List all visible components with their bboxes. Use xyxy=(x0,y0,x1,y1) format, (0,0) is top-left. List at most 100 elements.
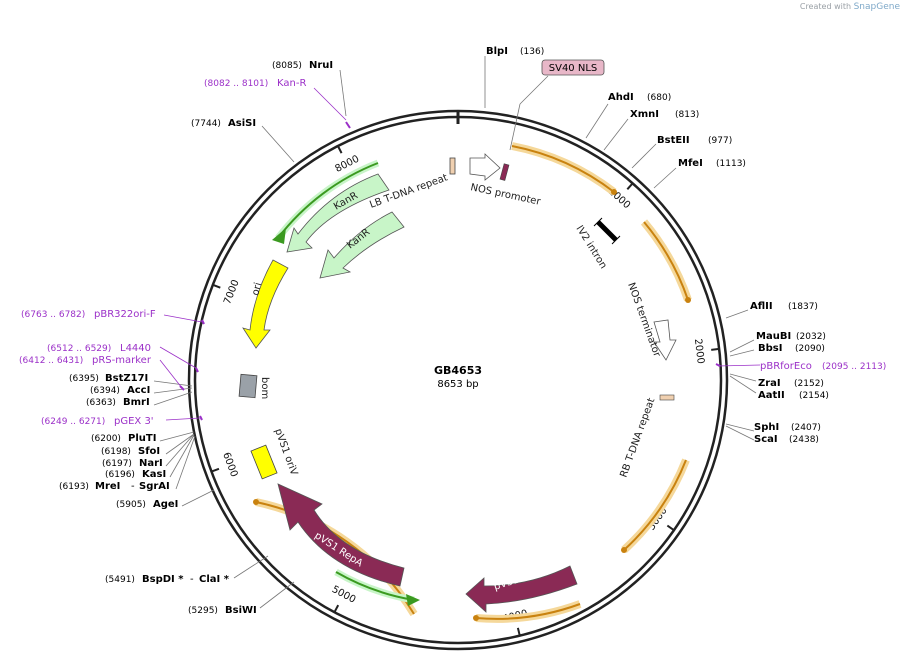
tick-mark xyxy=(516,627,521,636)
cds-arc xyxy=(623,459,687,551)
primer-l4440: L4440 xyxy=(120,343,151,354)
cds-arc xyxy=(511,145,615,193)
site-clai: ClaI * xyxy=(199,574,230,585)
site-zrai-pos: (2152) xyxy=(794,379,824,389)
cds-arc xyxy=(255,501,415,615)
site-mfei-pos: (1113) xyxy=(716,159,746,169)
primer-l4440-range: (6512 .. 6529) xyxy=(47,344,111,354)
site-bbsi: BbsI xyxy=(758,343,782,354)
site-agei-pos: (5905) xyxy=(116,500,146,510)
kanr-arc-head xyxy=(272,228,286,244)
tick-mark xyxy=(626,182,634,190)
site-bsteii: BstEII xyxy=(657,135,690,146)
site-xmni: XmnI xyxy=(630,109,659,120)
site-bsteii-pos: (977) xyxy=(708,136,732,146)
site-bspdi-pos: (5491) xyxy=(105,575,135,585)
ori-label: ori xyxy=(250,281,264,296)
tick-label: 2000 xyxy=(692,338,706,365)
site-bbsi-pos: (2090) xyxy=(795,344,825,354)
site-nari: NarI xyxy=(139,458,163,469)
site-nari-pos: (6197) xyxy=(102,459,132,469)
site-mrei-sep: - xyxy=(131,481,135,492)
sv40-nls-feature xyxy=(499,163,510,181)
nos-terminator-arrow xyxy=(653,319,677,361)
nos-terminator-label: NOS terminator xyxy=(625,281,662,359)
pvs1-staa-arrow xyxy=(465,565,578,613)
primer-pgex: pGEX 3' xyxy=(114,416,154,427)
primer-kanr-range: (8082 .. 8101) xyxy=(204,79,268,89)
pvs1-repa-arrow xyxy=(277,483,405,587)
tick-mark xyxy=(211,467,220,473)
site-ahdi: AhdI xyxy=(608,92,634,103)
plasmid-name: GB4653 xyxy=(434,364,482,377)
site-aflii: AflII xyxy=(750,301,773,312)
site-zrai: ZraI xyxy=(758,378,781,389)
primer-leader-lines xyxy=(159,87,761,421)
site-bspdi: BspDI * xyxy=(142,574,184,585)
site-asisi: AsiSI xyxy=(228,118,256,129)
bom-label: bom xyxy=(259,377,270,399)
leader-lines xyxy=(153,56,757,609)
tick-label: 5000 xyxy=(330,584,358,606)
kanr-inner-arrow xyxy=(319,211,405,279)
bom-feature xyxy=(238,373,258,399)
site-sphi: SphI xyxy=(754,422,779,433)
site-aatii-pos: (2154) xyxy=(799,391,829,401)
site-sphi-pos: (2407) xyxy=(791,423,821,433)
repa-green-head xyxy=(406,594,420,606)
lb-repeat-feature xyxy=(449,157,456,175)
credit-prefix: Created with xyxy=(799,2,852,11)
tick-mark xyxy=(337,145,343,154)
site-bspdi-sep: - xyxy=(190,574,194,585)
cds-arc xyxy=(475,603,581,620)
iv2-intron-end-a xyxy=(593,217,603,227)
site-maubi: MauBI xyxy=(756,331,791,342)
site-kasi-pos: (6196) xyxy=(105,470,135,480)
site-bmri: BmrI xyxy=(123,397,150,408)
primer-pbr322ori-range: (6763 .. 6782) xyxy=(21,310,85,320)
primer-pbrforeco: pBRforEco xyxy=(760,361,812,372)
tick-mark xyxy=(333,604,340,613)
site-aatii: AatII xyxy=(758,390,785,401)
primer-pbrforeco-range: (2095 .. 2113) xyxy=(822,362,886,372)
cds-arc-group xyxy=(253,142,692,623)
primer-kanr: Kan-R xyxy=(277,78,306,89)
site-agei: AgeI xyxy=(153,499,178,510)
tick-mark xyxy=(711,347,720,351)
site-acci-pos: (6394) xyxy=(90,386,120,396)
primer-prs-range: (6412 .. 6431) xyxy=(19,356,83,366)
snapgene-credit: Created with SnapGene xyxy=(800,2,900,12)
cds-arc-head xyxy=(621,547,627,553)
cds-arc-halo xyxy=(640,219,692,302)
site-scai: ScaI xyxy=(754,434,778,445)
site-bmri-pos: (6363) xyxy=(86,398,116,408)
plasmid-size: 8653 bp xyxy=(437,379,478,390)
tick-label: 6000 xyxy=(220,451,239,479)
iv2-intron-feature xyxy=(596,220,618,242)
site-acci: AccI xyxy=(127,385,150,396)
site-ahdi-pos: (680) xyxy=(647,93,671,103)
nos-promoter-arrow xyxy=(469,153,501,181)
site-labels-left: (8085) NruI (7744) AsiSI (6395) BstZ17I … xyxy=(59,60,333,616)
primer-prs: pRS-marker xyxy=(92,355,152,366)
site-mfei: MfeI xyxy=(678,158,703,169)
tick-mark xyxy=(212,283,221,289)
site-aflii-pos: (1837) xyxy=(788,302,818,312)
site-bstz17i-pos: (6395) xyxy=(69,374,99,384)
iv2-intron-end-b xyxy=(611,235,621,245)
site-mrei: MreI xyxy=(95,481,120,492)
site-nrui: NruI xyxy=(309,60,333,71)
site-kasi: KasI xyxy=(142,469,166,480)
rb-repeat-label: RB T-DNA repeat xyxy=(618,397,657,479)
pvs1-oriv-feature xyxy=(250,444,278,480)
cds-arc-halo xyxy=(511,142,617,196)
site-bsiwi-pos: (5295) xyxy=(188,606,218,616)
tick-label: 7000 xyxy=(222,278,241,306)
kanr-outer-arrow xyxy=(286,173,390,253)
site-sfoi: SfoI xyxy=(138,446,160,457)
sv40-nls-label: SV40 NLS xyxy=(549,63,598,74)
site-labels-right: BlpI (136) AhdI (680) XmnI (813) BstEII … xyxy=(486,46,829,445)
site-maubi-pos: (2032) xyxy=(796,332,826,342)
cds-arc xyxy=(643,221,689,301)
